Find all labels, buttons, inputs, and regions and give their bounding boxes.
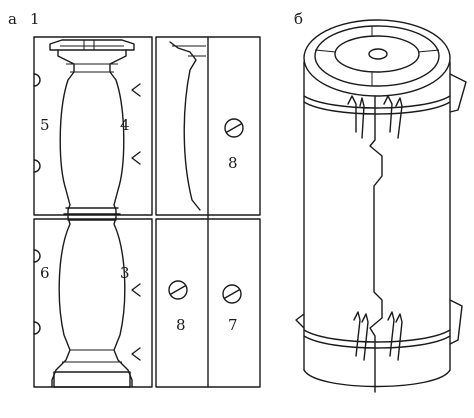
mould-box-upper-left (33, 36, 153, 216)
mould-seam (369, 95, 383, 393)
staple-icon-lower-left (353, 311, 369, 361)
key-right-1 (131, 83, 141, 97)
cylinder-top-hole (368, 48, 388, 60)
part-number-8-lower: 8 (176, 316, 186, 334)
cylinder-bottom-rim (303, 369, 451, 388)
clamp-band-lower (303, 329, 451, 343)
notch-left-4 (33, 321, 41, 335)
staple-icon-upper-right (383, 95, 403, 139)
part-number-1: 1 (30, 10, 40, 28)
notch-left-1 (33, 73, 41, 87)
staple-icon-lower-right (387, 311, 403, 361)
baluster-top-cap (49, 39, 135, 51)
screw-icon-lower-left (168, 280, 188, 300)
staple-icon-upper-left (347, 95, 365, 139)
key-right-4 (131, 347, 141, 361)
baluster-profile-right (109, 49, 133, 388)
key-right-2 (131, 151, 141, 165)
part-number-3: 3 (120, 264, 130, 282)
part-number-8-upper: 8 (228, 154, 238, 172)
part-number-5: 5 (40, 116, 50, 134)
baluster-profile-left (51, 49, 75, 388)
part-number-6: 6 (40, 264, 50, 282)
notch-left-3 (33, 249, 41, 263)
panel-label-b: б (294, 10, 304, 28)
screw-icon-lower-right (222, 284, 242, 304)
notch-left-2 (33, 159, 41, 173)
baluster-base (53, 371, 131, 388)
panel-label-a: а (8, 10, 17, 28)
clamp-band-upper (303, 95, 451, 109)
mould-right-assembly (155, 36, 261, 388)
cylinder-mould (295, 19, 467, 393)
mould-left-assembly (33, 36, 153, 388)
baluster-middle-ring (63, 207, 121, 221)
part-number-7: 7 (228, 316, 238, 334)
side-clip-lower (449, 299, 463, 345)
side-clip-upper (449, 73, 467, 113)
screw-icon-upper (224, 118, 244, 138)
cylinder-top-rim (303, 19, 451, 97)
half-baluster-profile (169, 41, 201, 211)
key-right-3 (131, 283, 141, 297)
part-number-4: 4 (120, 116, 130, 134)
